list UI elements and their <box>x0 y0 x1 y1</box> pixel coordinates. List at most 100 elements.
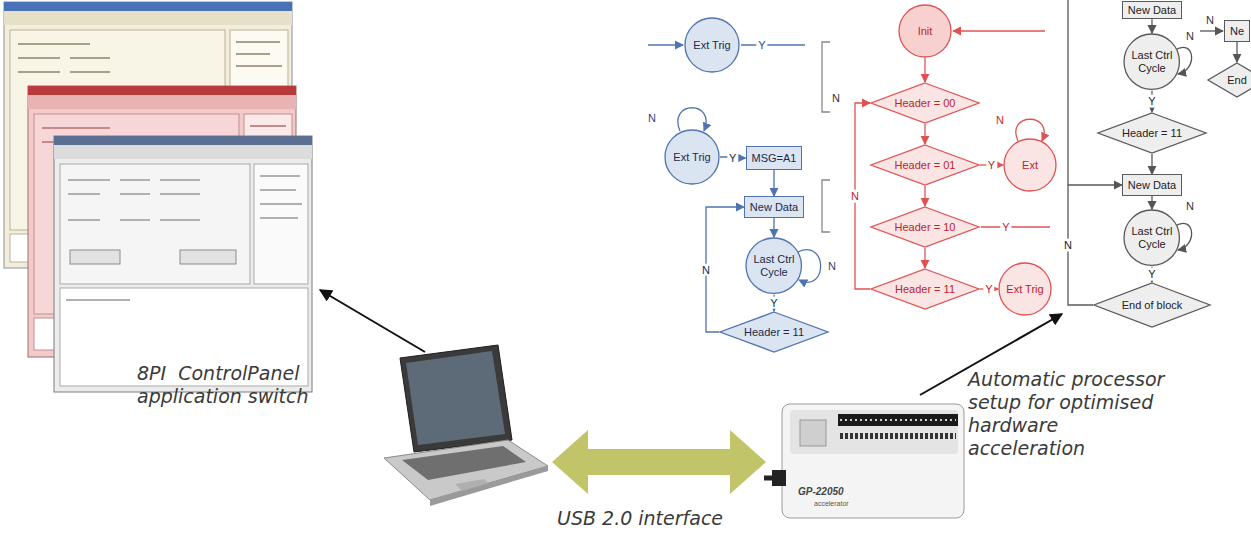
diamond-outline <box>871 145 979 185</box>
flow-line <box>1067 0 1068 185</box>
process-box: New Data <box>1122 174 1182 196</box>
flow-line <box>981 226 1050 227</box>
branch-label: Y <box>1000 221 1011 234</box>
branch-label: Y <box>756 39 767 52</box>
branch-label: N <box>1184 200 1196 213</box>
decision-diamond: Header = 01 <box>870 144 980 186</box>
circle-outline <box>999 263 1051 315</box>
flow-line <box>1200 30 1223 31</box>
node-text: New Data <box>1128 179 1176 192</box>
node-text: End <box>1227 74 1247 87</box>
decision-diamond: Header = 11 <box>719 311 829 353</box>
edge-label: Y <box>768 297 779 310</box>
node-text: Header = 10 <box>895 221 956 234</box>
diamond-outline <box>871 269 979 309</box>
tool-bar <box>54 145 312 159</box>
node-text: Ext Trig <box>673 151 710 164</box>
diamond-outline <box>871 83 979 123</box>
decision-diamond: Header = 11 <box>1097 112 1207 154</box>
branch-label: N <box>1204 14 1216 27</box>
edge-label: Y <box>986 159 997 172</box>
main-panel <box>60 164 250 284</box>
accelerator-device <box>764 404 964 518</box>
decision-diamond: End <box>1207 62 1251 98</box>
app-window-screenshot <box>54 136 312 392</box>
laptop-screen <box>406 351 505 445</box>
state-circle: Ext Trig <box>998 262 1052 316</box>
device-chip <box>800 420 826 446</box>
edge-label: N <box>849 190 861 203</box>
node-text: New Data <box>1128 4 1176 17</box>
ui-button <box>70 250 120 264</box>
edge-label: N <box>700 263 712 276</box>
title-bar <box>54 136 312 145</box>
laptop-keyboard <box>402 446 526 480</box>
state-circle: Last Ctrl Cycle <box>1123 33 1180 90</box>
flow-connector <box>1151 154 1152 174</box>
circle-outline <box>1124 34 1179 89</box>
flow-connector <box>1068 185 1122 305</box>
laptop-illustration <box>384 345 548 506</box>
process-box: Ne <box>1224 20 1250 42</box>
flow-connector <box>924 248 925 268</box>
caption-text: Automatic processor setup for optimised … <box>968 368 1171 460</box>
branch-label: N <box>830 92 842 105</box>
laptop-edge <box>430 466 548 506</box>
node-text: Header = 11 <box>895 283 955 296</box>
node-text: New Data <box>750 201 798 214</box>
diamond-outline <box>1098 113 1206 153</box>
branch-label: N <box>826 260 838 273</box>
bracket <box>822 42 830 232</box>
circle-outline <box>746 238 801 293</box>
ui-rows <box>66 176 302 300</box>
ui-button <box>180 250 236 264</box>
device-model: GP-22050 <box>798 486 844 497</box>
laptop-lid <box>400 345 512 452</box>
flow-connector <box>1151 196 1152 209</box>
edge-label: Y <box>727 151 738 164</box>
pointer-arrow <box>320 290 425 352</box>
flow-line <box>648 44 683 45</box>
node-text: Header = 11 <box>1122 127 1182 140</box>
branch-label: N <box>646 112 658 125</box>
pin-row <box>840 433 956 439</box>
edge-label: Y <box>1146 95 1157 108</box>
node-text: Header = 00 <box>895 97 956 110</box>
decision-diamond: Header = 11 <box>870 268 980 310</box>
decision-diamond: End of block <box>1093 282 1211 328</box>
interface-label: USB 2.0 interface <box>557 507 723 530</box>
state-circle: Last Ctrl Cycle <box>1123 209 1180 266</box>
node-text: Ext Trig <box>693 39 730 52</box>
ui-rows <box>18 42 282 72</box>
node-text: Ext <box>1022 159 1038 172</box>
edge-label: N <box>1062 239 1074 252</box>
tool-bar <box>28 95 296 109</box>
circle-outline <box>685 18 739 72</box>
circle-outline <box>899 5 951 57</box>
node-text: Last Ctrl Cycle <box>752 253 797 278</box>
diamond-outline <box>720 312 828 352</box>
diamond-outline <box>1208 63 1251 97</box>
flow-connector <box>1151 19 1152 33</box>
usb-cable <box>764 476 772 481</box>
flow-connector <box>924 124 925 144</box>
pin-header <box>838 414 958 426</box>
node-text: Header = 11 <box>744 326 804 339</box>
window-frame <box>54 136 312 392</box>
flow-connector <box>1236 42 1237 62</box>
self-loop <box>678 108 706 131</box>
process-box: New Data <box>744 196 804 218</box>
flow-line <box>741 44 805 45</box>
state-circle: Ext Trig <box>664 129 720 185</box>
node-text: Ne <box>1230 25 1244 38</box>
decision-diamond: Header = 10 <box>870 206 980 248</box>
node-text: Last Ctrl Cycle <box>1130 225 1175 250</box>
process-box: MSG=A1 <box>746 146 803 170</box>
usb-double-arrow <box>552 430 766 494</box>
circle-outline <box>1124 210 1179 265</box>
flow-connector <box>924 186 925 206</box>
state-circle: Last Ctrl Cycle <box>745 237 802 294</box>
pin-row <box>840 419 956 421</box>
self-loop <box>1016 119 1044 141</box>
state-circle: Ext Trig <box>684 17 740 73</box>
